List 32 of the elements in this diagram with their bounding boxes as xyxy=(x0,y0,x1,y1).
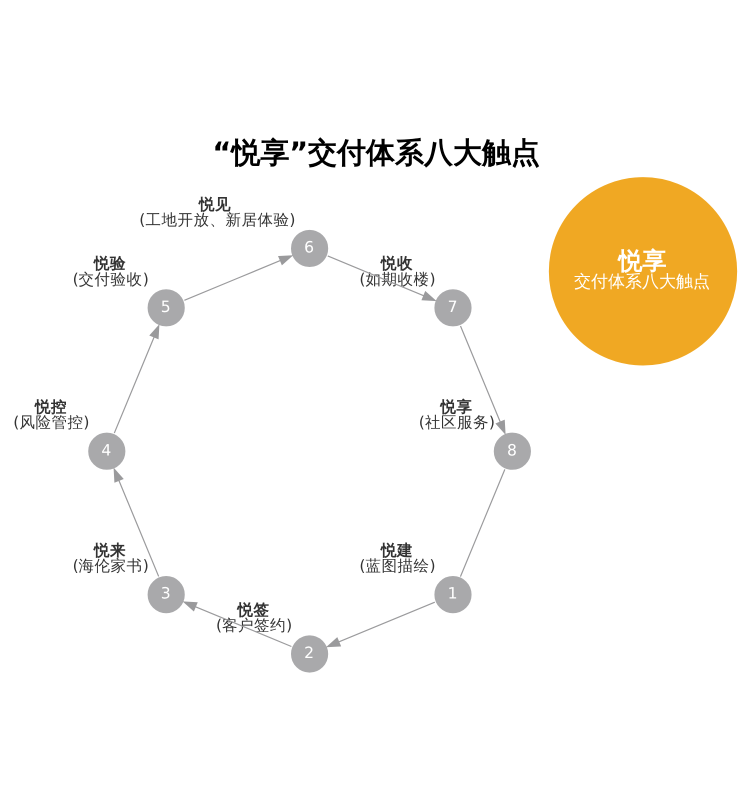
node-circle: 4 xyxy=(87,431,127,472)
node-label: 悦控 xyxy=(34,398,67,416)
node-circle: 2 xyxy=(290,634,330,674)
diagram-title: “悦享”交付体系八大触点 xyxy=(212,135,540,170)
node-label: (交付验收) xyxy=(72,270,149,288)
node-circle: 8 xyxy=(492,431,532,472)
node-circle: 3 xyxy=(146,574,186,614)
node-circle: 7 xyxy=(433,288,473,328)
node-label: (客户签约) xyxy=(216,616,292,635)
node-label: (风险管控) xyxy=(13,414,90,432)
node-label: (海伦家书) xyxy=(72,557,149,576)
arrow xyxy=(182,601,292,648)
arrow xyxy=(114,468,160,577)
node-label: (蓝图描绘) xyxy=(359,557,436,576)
node-label: 悦验 xyxy=(94,254,126,273)
node-circle: 悦享 交付体系八大触点 xyxy=(548,176,738,367)
node-circle: 6 xyxy=(290,228,330,268)
node-label: 悦收 xyxy=(381,254,414,273)
node-circle: 5 xyxy=(146,288,186,328)
node-label: (工地开放、新居体验) xyxy=(139,210,296,229)
arrow xyxy=(184,255,294,301)
node-label: (社区服务) xyxy=(418,414,495,432)
arrow xyxy=(114,324,160,434)
node-label: 悦见 xyxy=(199,195,232,214)
arrow xyxy=(460,326,506,435)
arrow xyxy=(328,255,437,302)
arrow xyxy=(326,602,436,648)
node-label: 悦建 xyxy=(381,542,414,560)
connector xyxy=(460,469,506,577)
node-circle: 1 xyxy=(433,574,473,614)
node-label: 悦签 xyxy=(238,600,270,619)
node-label: 悦享 xyxy=(440,398,472,416)
